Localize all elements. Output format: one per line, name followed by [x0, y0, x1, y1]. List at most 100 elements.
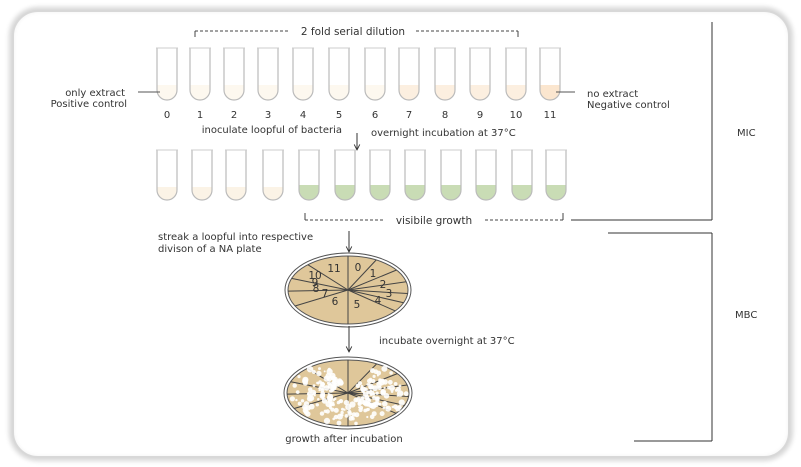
tube-6 — [364, 47, 386, 101]
growth-colony — [323, 409, 327, 413]
incubated-tube-11 — [545, 149, 567, 201]
tube-liquid — [540, 85, 560, 100]
growth-colony — [295, 390, 300, 394]
tube-outline — [298, 150, 320, 201]
growth-colony — [320, 382, 325, 387]
growth-colony — [376, 374, 379, 377]
growth-colony — [375, 391, 379, 395]
tube-5 — [328, 47, 350, 101]
tube-liquid — [335, 185, 355, 200]
tube-outline — [257, 48, 279, 101]
growth-colony — [306, 366, 314, 373]
growth-colony — [316, 370, 322, 377]
positive-control-label-1: only extract — [65, 88, 125, 99]
mic-bracket — [571, 22, 713, 221]
growth-colony — [385, 405, 392, 412]
tube-outline — [262, 150, 284, 201]
tube-number-6: 6 — [372, 110, 378, 121]
growth-colony — [300, 399, 305, 403]
plate-divider — [347, 269, 397, 291]
plate-number-4: 4 — [375, 295, 382, 307]
growth-colony — [389, 371, 393, 375]
tube-number-10: 10 — [510, 110, 523, 121]
tube-1 — [189, 47, 211, 101]
growth-after-label: growth after incubation — [285, 434, 402, 445]
tube-outline — [369, 150, 391, 201]
mic-label: MIC — [737, 128, 756, 139]
incubated-tube-4 — [298, 149, 320, 201]
growth-colony — [347, 411, 353, 416]
growth-colony — [382, 400, 388, 407]
tube-7 — [398, 47, 420, 101]
growth-colony — [359, 405, 364, 410]
tube-8 — [434, 47, 456, 101]
tube-4 — [292, 47, 314, 101]
tube-number-2: 2 — [231, 110, 237, 121]
tube-liquid — [405, 185, 425, 200]
growth-colony — [369, 414, 375, 420]
incubated-tube-7 — [404, 149, 426, 201]
tube-liquid — [370, 185, 390, 200]
plate-number-0: 0 — [355, 262, 362, 274]
plate-number-2: 2 — [380, 279, 387, 291]
incubated-tube-8 — [440, 149, 462, 201]
growth-colony — [363, 408, 368, 413]
growth-colony — [327, 392, 330, 395]
dilution-title: 2 fold serial dilution — [301, 26, 405, 38]
growth-colony — [319, 411, 325, 416]
plate-divider — [347, 259, 377, 291]
tube-liquid — [435, 85, 455, 100]
plate-divider — [347, 289, 396, 312]
streak-label-1: streak a loopful into respective — [158, 232, 313, 243]
plate-number-6: 6 — [332, 296, 339, 308]
tube-liquid — [546, 185, 566, 200]
growth-colony — [297, 401, 302, 406]
growth-colony — [302, 378, 309, 385]
tube-outline — [511, 150, 533, 201]
growth-colony — [341, 407, 344, 411]
tube-2 — [223, 47, 245, 101]
growth-colony — [341, 414, 344, 417]
incubated-tube-3 — [262, 149, 284, 201]
incubated-tubes-row — [156, 149, 567, 201]
plate-divider — [347, 289, 404, 304]
visible-growth-label: visibile growth — [396, 215, 472, 227]
growth-colony — [355, 383, 360, 388]
negative-control-label-2: Negative control — [587, 100, 670, 111]
tube-outline — [292, 48, 314, 101]
positive-control-label-2: Positive control — [51, 99, 127, 110]
growth-colony — [380, 390, 386, 396]
growth-colony — [377, 402, 380, 406]
growth-colony — [403, 391, 409, 397]
growth-colony — [372, 374, 376, 378]
tube-10 — [505, 47, 527, 101]
growth-colony — [354, 421, 358, 426]
growth-colony — [398, 399, 405, 406]
growth-colony — [376, 398, 380, 402]
growth-colony — [329, 406, 332, 410]
growth-colony — [331, 379, 338, 386]
plate-number-5: 5 — [354, 299, 361, 311]
growth-colony — [394, 388, 398, 392]
incubated-tube-1 — [191, 149, 213, 201]
growth-colony — [307, 394, 313, 400]
growth-colony — [310, 399, 313, 402]
growth-colony — [336, 420, 342, 426]
growth-colony — [366, 407, 370, 412]
growth-colony — [379, 411, 385, 417]
growth-colony — [343, 399, 350, 406]
growth-colony — [330, 404, 333, 407]
growth-colony — [317, 398, 320, 401]
tube-liquid — [512, 185, 532, 200]
tube-number-3: 3 — [265, 110, 271, 121]
tube-outline — [505, 48, 527, 101]
growth-colony — [395, 405, 401, 412]
growth-colony — [376, 381, 382, 388]
tube-liquid — [299, 185, 319, 200]
tube-outline — [469, 48, 491, 101]
tube-outline — [334, 150, 356, 201]
growth-colony — [377, 385, 382, 390]
tube-number-0: 0 — [164, 110, 170, 121]
